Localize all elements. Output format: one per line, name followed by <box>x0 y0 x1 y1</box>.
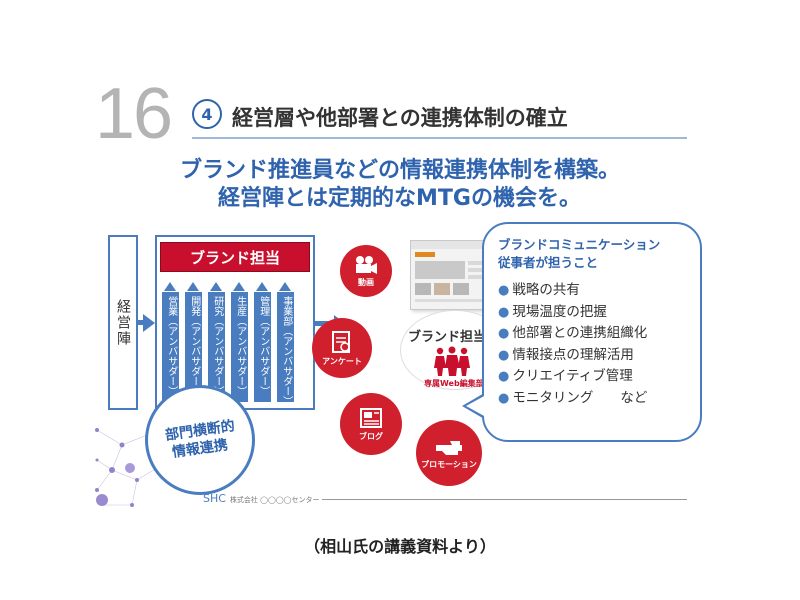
responsibilities-bubble: ブランドコミュニケーション 従事者が担うこと ●戦略の共有 ●現場温度の把握 ●… <box>482 222 702 442</box>
channel-promotion-label: プロモーション <box>421 459 477 469</box>
bullet-icon: ● <box>498 390 510 406</box>
survey-clipboard-icon <box>332 330 350 353</box>
brand-owner-bar: ブランド担当 <box>160 242 310 272</box>
dept-column: 管理（アンバサダー） <box>254 292 271 402</box>
blog-document-icon <box>360 407 382 428</box>
dept-label: 開発（アンバサダー） <box>188 296 200 396</box>
dept-label: 営業（アンバサダー） <box>165 296 177 396</box>
channel-blog: ブログ <box>340 393 402 455</box>
channel-video: 動画 <box>340 245 392 297</box>
dept-label: 事業部（アンバサダー） <box>280 296 292 406</box>
dept-label: 研究（アンバサダー） <box>211 296 223 396</box>
list-item: ●モニタリング など <box>498 389 648 406</box>
list-item: ●他部署との連携組織化 <box>498 325 648 342</box>
subheading-line-2: 経営陣とは定期的なMTGの機会を。 <box>218 186 581 211</box>
slide-number: 16 <box>95 74 173 154</box>
dept-column: 生産（アンバサダー） <box>231 292 248 402</box>
heading-divider <box>192 137 687 139</box>
image-caption: （相山氏の講義資料より） <box>304 537 496 556</box>
hub-title: ブランド担当 <box>408 330 487 345</box>
bullet-icon: ● <box>498 347 510 363</box>
channel-blog-label: ブログ <box>359 431 383 441</box>
pointing-hand-icon <box>436 440 462 455</box>
subheading-line-1: ブランド推進員などの情報連携体制を構築。 <box>180 158 621 183</box>
channel-survey: アンケート <box>312 318 372 378</box>
up-arrow-icon <box>279 282 291 291</box>
bullet-icon: ● <box>498 369 510 385</box>
dept-column: 事業部（アンバサダー） <box>277 292 294 406</box>
list-item: ●クリエイティブ管理 <box>498 368 633 385</box>
dept-label: 管理（アンバサダー） <box>257 296 269 396</box>
company-name: 株式会社 ◯◯◯◯センター <box>229 496 320 504</box>
bullet-icon: ● <box>498 326 510 342</box>
footer-divider <box>322 499 687 500</box>
list-item: ●情報接点の理解活用 <box>498 346 634 363</box>
responsibility-list: ●戦略の共有 ●現場温度の把握 ●他部署との連携組織化 ●情報接点の理解活用 ●… <box>498 280 686 409</box>
mgmt-arrow-icon <box>143 314 155 332</box>
cross-dept-circle: 部門横断的 情報連携 <box>145 385 255 495</box>
up-arrow-icon <box>187 282 199 291</box>
bubble-tail-inner <box>466 395 486 417</box>
up-arrow-icon <box>210 282 222 291</box>
team-people-icon <box>434 346 470 376</box>
management-label: 経営陣 <box>115 298 131 347</box>
list-item: ●現場温度の把握 <box>498 303 607 320</box>
bubble-title-line-2: 従事者が担うこと <box>498 255 599 271</box>
mgmt-arrow-shaft <box>138 320 144 325</box>
step-badge: 4 <box>192 99 222 129</box>
bullet-icon: ● <box>498 283 510 299</box>
list-item: ●戦略の共有 <box>498 282 580 299</box>
company-logo: SHC <box>203 492 226 505</box>
channel-survey-label: アンケート <box>322 356 362 366</box>
up-arrow-icon <box>164 282 176 291</box>
channel-video-label: 動画 <box>358 277 374 287</box>
dept-label: 生産（アンバサダー） <box>234 296 246 396</box>
bullet-icon: ● <box>498 304 510 320</box>
up-arrow-icon <box>256 282 268 291</box>
slide-heading: 経営層や他部署との連携体制の確立 <box>232 106 568 130</box>
video-camera-icon <box>356 255 377 274</box>
management-box: 経営陣 <box>108 235 138 410</box>
up-arrow-icon <box>233 282 245 291</box>
dept-column: 営業（アンバサダー） <box>162 292 179 402</box>
dept-column: 研究（アンバサダー） <box>208 292 225 402</box>
bubble-title-line-1: ブランドコミュニケーション <box>498 237 661 252</box>
dept-column: 開発（アンバサダー） <box>185 292 202 402</box>
channel-promotion: プロモーション <box>416 420 482 486</box>
hub-badge: 専属Web編集部 <box>424 379 484 388</box>
